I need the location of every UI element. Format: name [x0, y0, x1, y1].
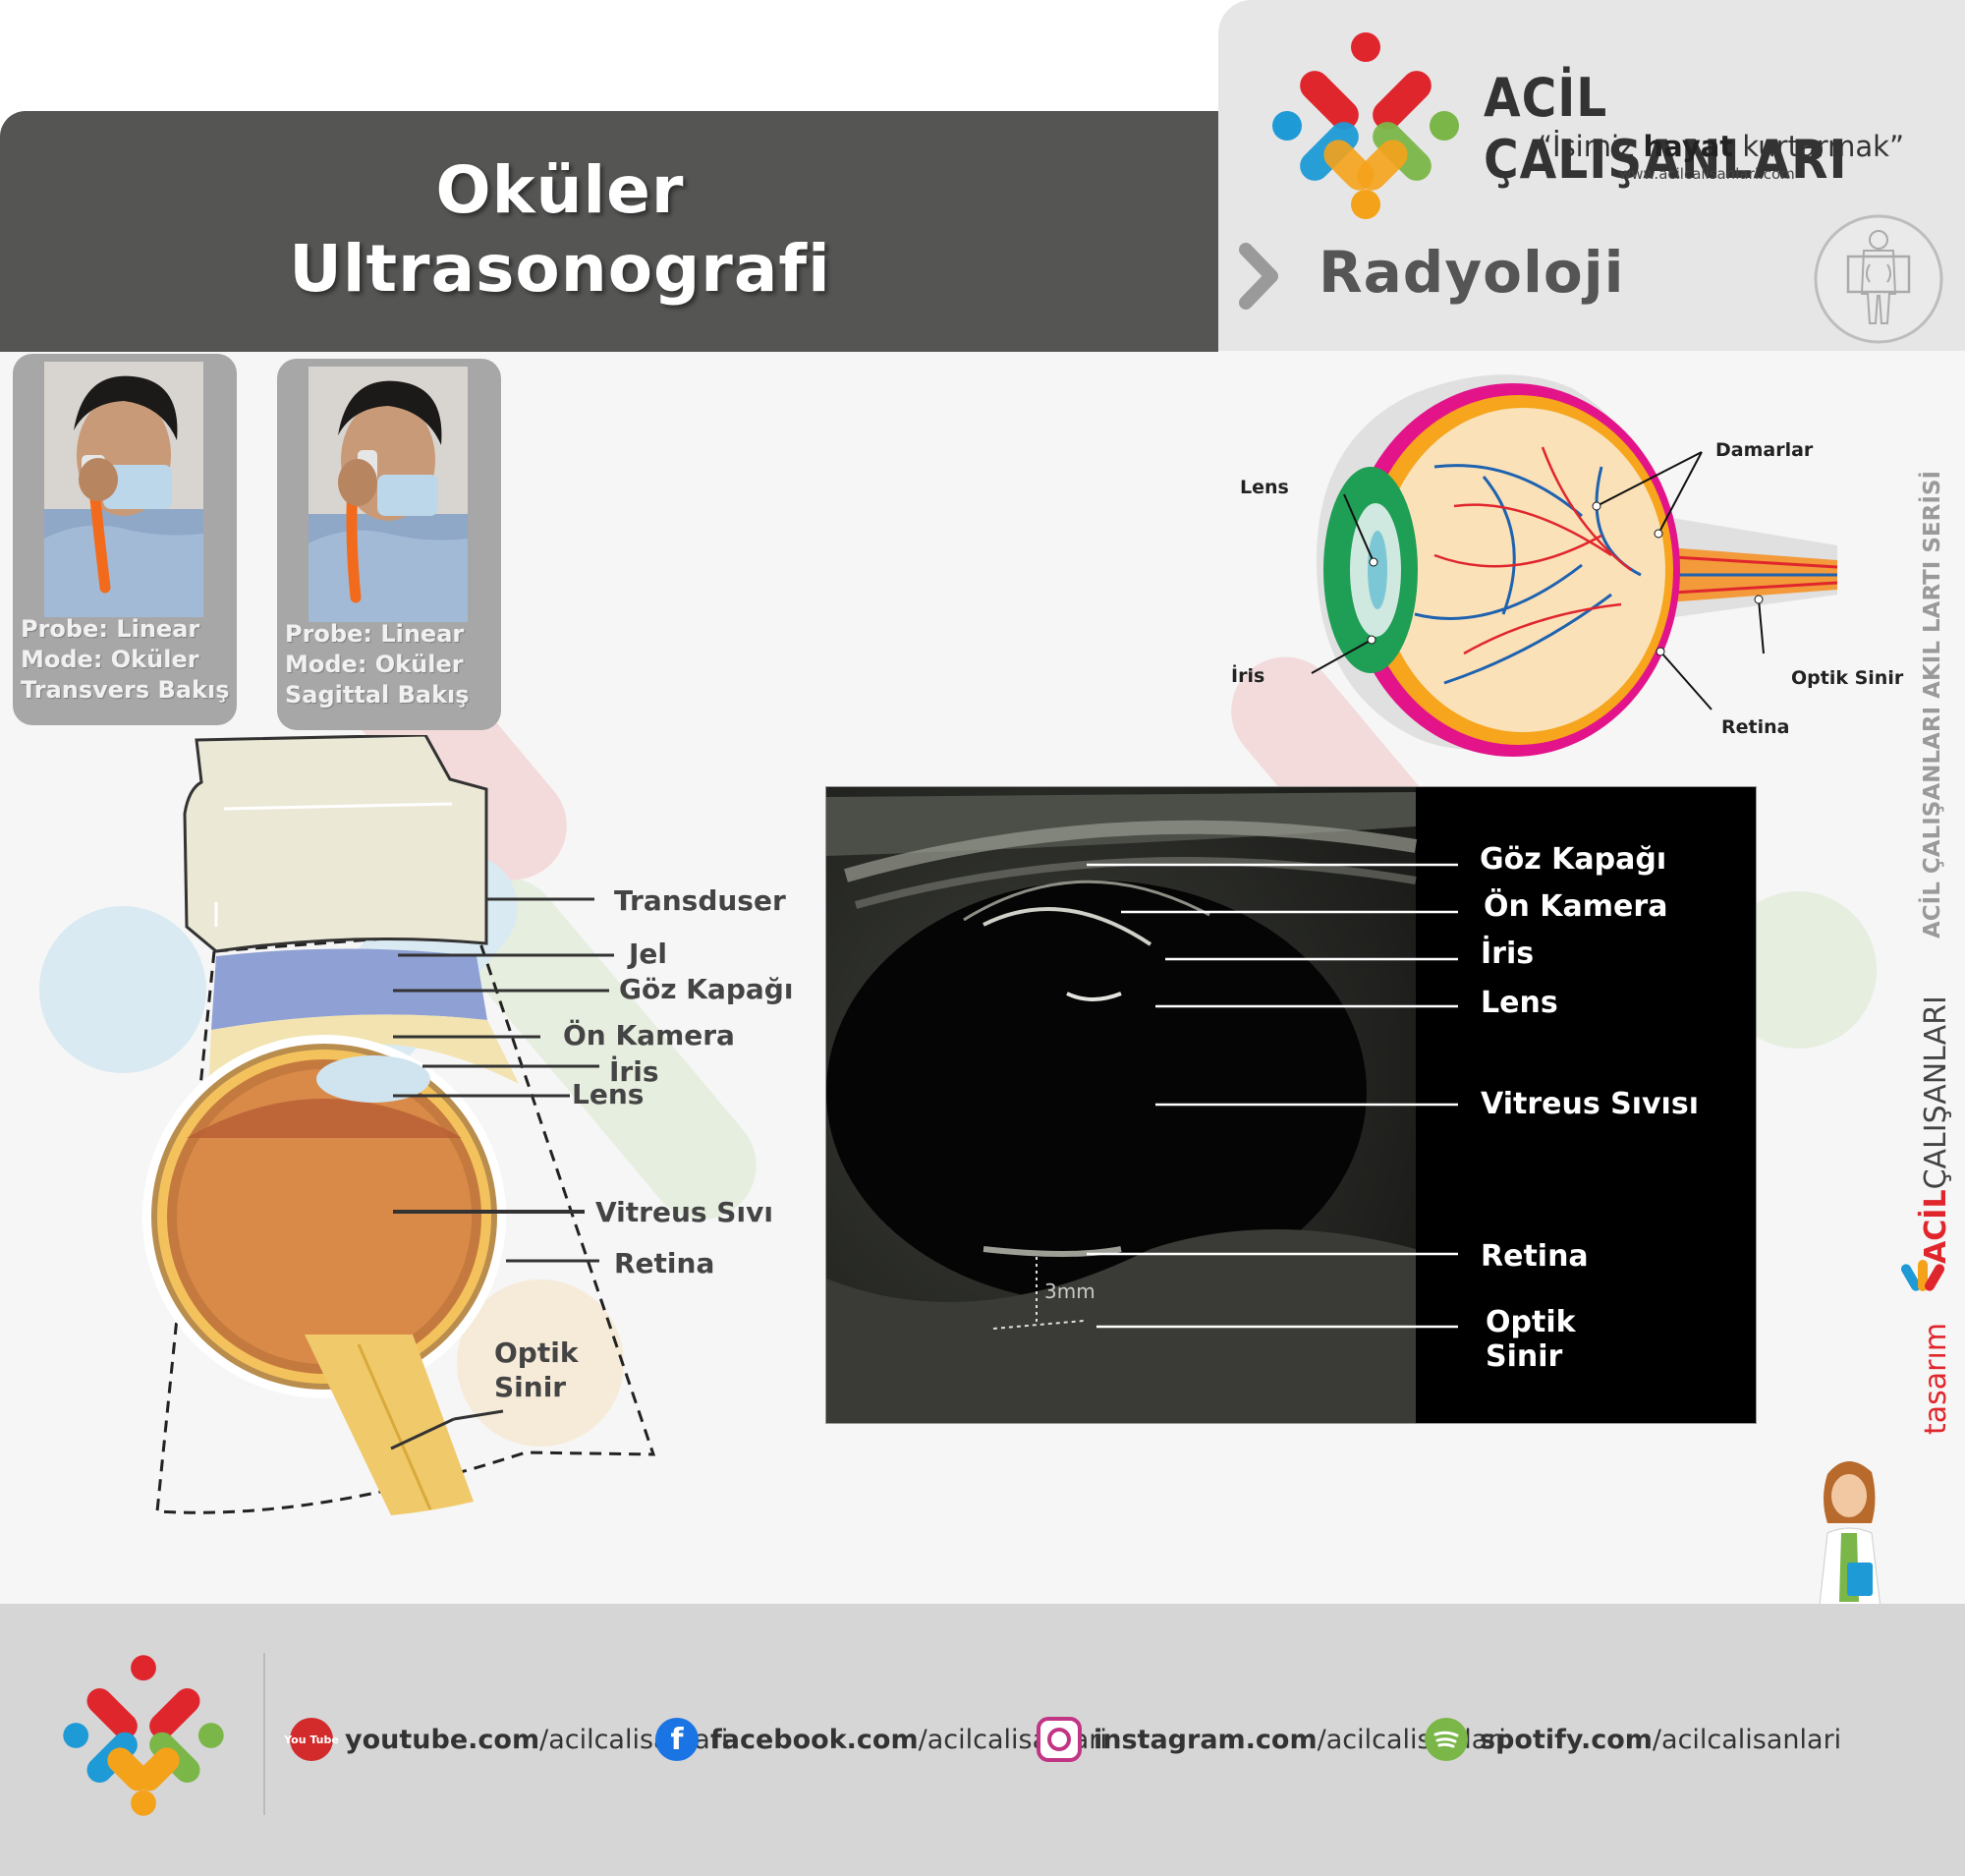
youtube-icon: You Tube	[284, 1718, 339, 1761]
page-title-line2: Ultrasonografi	[289, 231, 831, 307]
instagram-icon	[1037, 1717, 1082, 1762]
spotify-path: /acilcalisanlari	[1652, 1724, 1842, 1755]
spotify-icon	[1425, 1718, 1468, 1761]
eye-label-retina: Retina	[1721, 716, 1790, 738]
spotify-domain: spotify.com	[1480, 1724, 1653, 1755]
slogan-bold: hayat	[1643, 130, 1734, 163]
title-band: Oküler Ultrasonografi	[0, 111, 1218, 352]
us-label-retina: Retina	[1481, 1239, 1589, 1274]
spotify-link[interactable]: spotify.com/acilcalisanlari	[1425, 1715, 1841, 1764]
us-label-goz-kapagi: Göz Kapağı	[1480, 842, 1667, 877]
small-brand-icon	[1901, 1260, 1944, 1291]
thumb-caption-probe: Probe: Linear	[21, 615, 200, 643]
instagram-domain: instagram.com	[1094, 1724, 1318, 1755]
page-title-line1: Oküler	[435, 152, 685, 228]
youtube-link[interactable]: You Tube youtube.com/acilcalisanlari	[284, 1715, 728, 1764]
us-label-on-kamera: Ön Kamera	[1484, 889, 1668, 924]
facebook-link[interactable]: f facebook.com/acilcalisanlari	[655, 1715, 1107, 1764]
label-jel: Jel	[629, 938, 668, 970]
brand-name: ACİL ÇALIŞANLARI	[1484, 67, 1848, 191]
thumb-caption-mode: Mode: Oküler	[285, 651, 464, 678]
thumb-caption-view: Sagittal Bakış	[285, 681, 470, 709]
xray-body-icon	[1814, 214, 1943, 344]
slogan-part: “İşimiz	[1538, 130, 1644, 163]
label-on-kamera: Ön Kamera	[563, 1019, 735, 1052]
footer-logo-icon	[63, 1655, 224, 1816]
thumbnail-transvers: Probe: Linear Mode: Oküler Transvers Bak…	[13, 354, 237, 725]
design-credit-vertical: tasarım ACİLÇALIŞANLARI	[1916, 983, 1959, 1435]
instagram-link[interactable]: instagram.com/acilcalisanlari	[1037, 1715, 1506, 1764]
section-title: Radyoloji	[1319, 239, 1625, 306]
label-vitreus: Vitreus Sıvı	[595, 1196, 773, 1228]
tasarim-acil: ACİL	[1919, 1189, 1953, 1264]
eye-anatomy-illustration	[1311, 374, 1838, 757]
label-iris: İris	[609, 1055, 659, 1088]
us-label-optik-2: Sinir	[1486, 1339, 1563, 1374]
eye-label-optik: Optik Sinir	[1791, 667, 1904, 689]
label-transduser: Transduser	[614, 884, 786, 917]
patient-transvers-photo	[44, 362, 203, 617]
thumb-caption-probe: Probe: Linear	[285, 620, 465, 648]
patient-sagittal-photo	[309, 367, 468, 622]
label-optik-2: Sinir	[494, 1371, 567, 1403]
us-label-iris: İris	[1481, 937, 1535, 971]
series-vertical-text: ACİL ÇALIŞANLARI AKIL LARTI SERİSİ	[1916, 470, 1959, 938]
slogan-part: kurtarmak”	[1733, 130, 1904, 163]
youtube-domain: youtube.com	[345, 1724, 540, 1755]
facebook-domain: facebook.com	[710, 1724, 919, 1755]
chevron-right-icon	[1239, 243, 1278, 310]
label-retina: Retina	[614, 1247, 715, 1279]
brand-slogan: “İşimiz hayat kurtarmak”	[1538, 130, 1904, 163]
ultrasound-image	[825, 786, 1757, 1424]
tasarim-rest: ÇALIŞANLARI	[1919, 995, 1953, 1190]
design-credit-text: tasarım ACİLÇALIŞANLARI	[1918, 983, 1955, 1435]
brand-logo-icon	[1272, 32, 1459, 219]
us-label-optik-1: Optik	[1486, 1305, 1576, 1339]
facebook-icon: f	[655, 1718, 699, 1761]
us-label-vitreus: Vitreus Sıvısı	[1481, 1087, 1699, 1121]
eye-label-iris: İris	[1231, 665, 1265, 687]
footer-divider	[263, 1653, 265, 1815]
eye-label-damarlar: Damarlar	[1715, 439, 1814, 461]
thumb-caption-view: Transvers Bakış	[21, 676, 230, 704]
transducer-eye-schematic	[142, 735, 656, 1515]
series-text: ACİL ÇALIŞANLARI AKIL LARTI SERİSİ	[1920, 470, 1945, 938]
label-optik-1: Optik	[494, 1336, 579, 1369]
us-measure-label: 3mm	[1044, 1279, 1095, 1303]
instagram-path: /acilcalisanlari	[1317, 1724, 1506, 1755]
label-lens: Lens	[572, 1078, 645, 1110]
us-label-lens: Lens	[1481, 986, 1558, 1020]
ultrasound-scan	[826, 787, 1458, 1423]
label-goz-kapagi: Göz Kapağı	[619, 973, 794, 1005]
eye-label-lens: Lens	[1240, 477, 1289, 498]
thumb-caption-mode: Mode: Oküler	[21, 646, 199, 673]
tasarim-word: tasarım	[1919, 1322, 1953, 1435]
thumbnail-sagittal: Probe: Linear Mode: Oküler Sagittal Bakı…	[277, 359, 501, 730]
brand-url: www.acilcalisanlari.com	[1619, 165, 1795, 183]
